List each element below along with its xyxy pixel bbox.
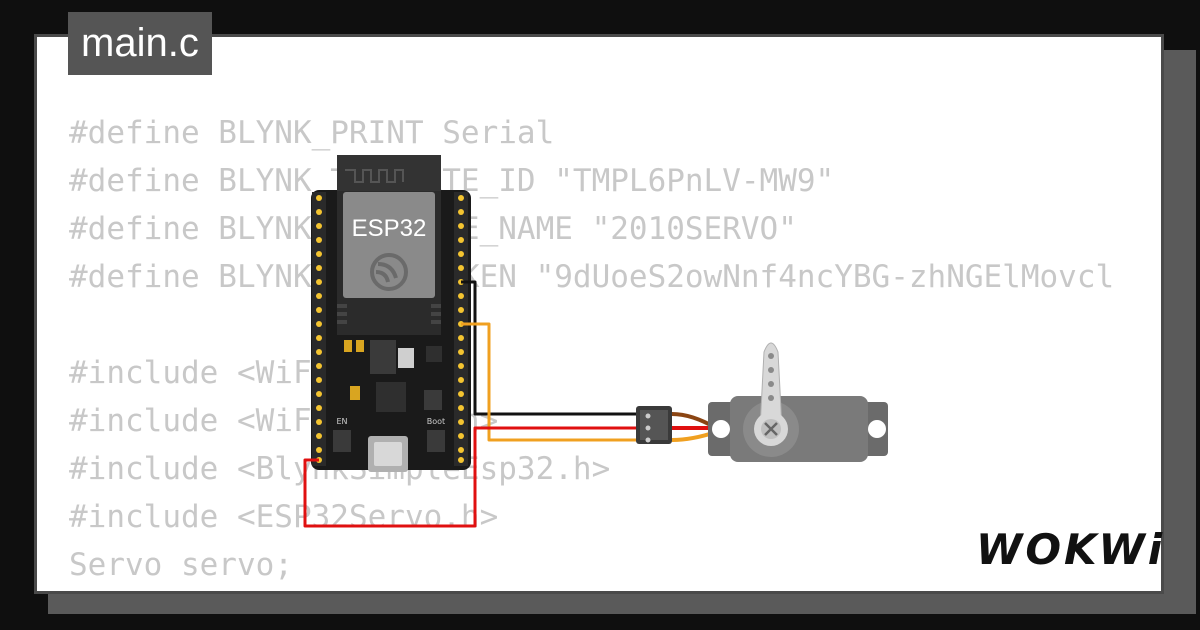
wire-gnd-black — [461, 280, 637, 416]
file-tab[interactable]: main.c — [68, 12, 212, 75]
servo-motor[interactable] — [708, 342, 888, 462]
espressif-logo-icon — [370, 253, 408, 291]
code-line: #define BLYNK_PRINT Serial — [69, 115, 555, 151]
servo-connector — [636, 406, 718, 444]
servo-horn[interactable] — [754, 342, 788, 446]
code-line: #include <ESP32Servo.h> — [69, 499, 499, 535]
wokwi-logo[interactable]: WOKWi — [976, 525, 1166, 574]
wires — [303, 280, 637, 528]
board-components: EN Boot — [333, 340, 445, 472]
code-line: #define BLYNK_TEMPLATE_ID "TMPL6PnLV-MW9… — [69, 163, 835, 199]
esp32-board[interactable]: ESP32 EN Boot — [311, 155, 471, 472]
wire-signal-orange — [461, 322, 637, 442]
en-button[interactable] — [333, 430, 351, 452]
wire-vcc-red — [303, 426, 637, 528]
boot-button[interactable] — [427, 430, 445, 452]
screw-icon — [764, 422, 778, 436]
right-pin-header — [454, 192, 468, 466]
esp32-label: ESP32 — [352, 215, 427, 242]
en-label: EN — [336, 417, 347, 426]
wroom-module: ESP32 — [337, 155, 441, 335]
left-pin-header — [312, 192, 326, 466]
code-line: Servo servo; — [69, 547, 293, 583]
boot-label: Boot — [427, 417, 445, 426]
